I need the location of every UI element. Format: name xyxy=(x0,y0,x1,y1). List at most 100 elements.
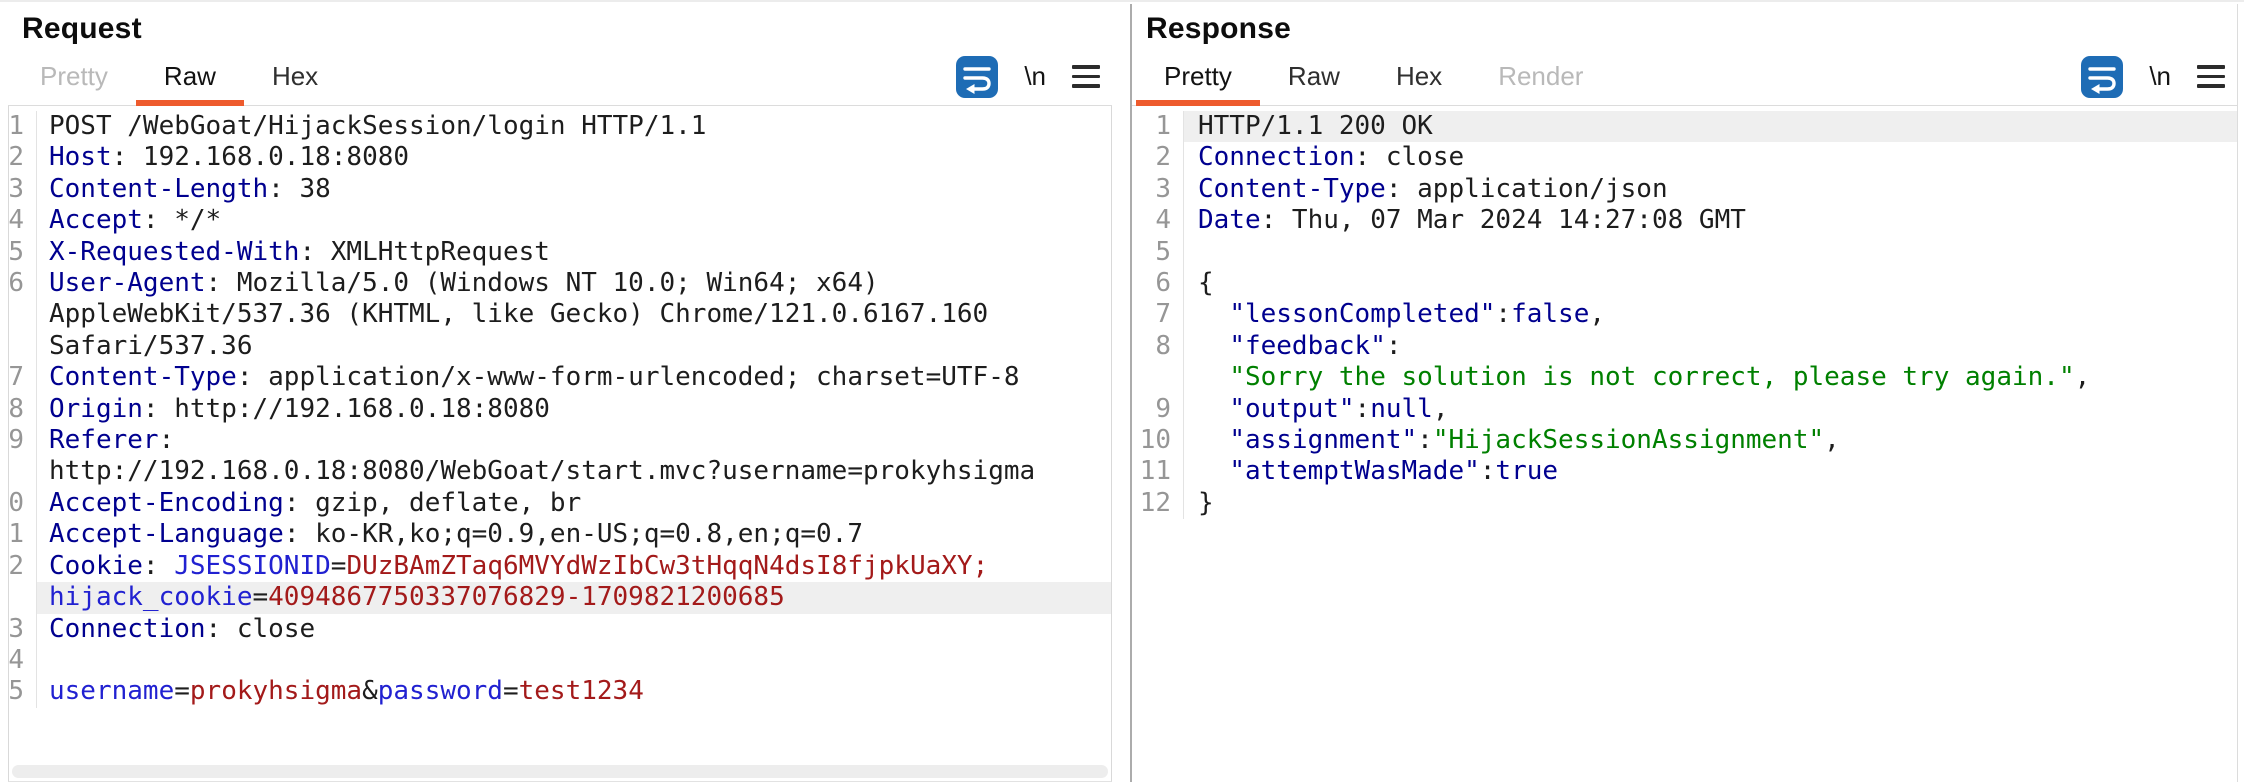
code-line: 9 "output":null, xyxy=(1132,393,2237,426)
tab-render: Render xyxy=(1498,61,1584,91)
line-number: 3 xyxy=(9,173,37,206)
request-tabs: Pretty Raw Hex xyxy=(12,48,346,106)
line-number xyxy=(1132,362,1184,394)
line-number: 9 xyxy=(9,425,37,457)
tab-raw[interactable]: Raw xyxy=(1287,61,1340,91)
code-line: 12} xyxy=(1132,487,2237,520)
line-number: 8 xyxy=(1132,330,1184,363)
code-line: 10 Accept-Encoding: gzip, deflate, br xyxy=(9,487,1111,520)
line-text: Content-Length: 38 xyxy=(49,173,331,204)
line-text: "attemptWasMade":true xyxy=(1229,456,1559,487)
line-number xyxy=(9,582,37,614)
code-line: 10 "assignment":"HijackSessionAssignment… xyxy=(1132,425,2237,457)
line-text: "lessonCompleted":false, xyxy=(1229,299,1606,330)
line-text: Host: 192.168.0.18:8080 xyxy=(49,142,410,173)
newline-display-toggle[interactable]: \n xyxy=(1024,61,1046,91)
line-number: 2 xyxy=(9,142,37,174)
word-wrap-icon xyxy=(963,66,992,94)
tab-pretty: Pretty xyxy=(40,61,108,91)
code-line: 3 Content-Length: 38 xyxy=(9,173,1111,206)
line-text: Content-Type: application/json xyxy=(1198,173,1668,204)
response-toolbar: \n xyxy=(2081,48,2237,105)
line-text: username=prokyhsigma&password=test1234 xyxy=(49,676,644,707)
request-tabbar: Pretty Raw Hex \n xyxy=(8,48,1112,106)
line-number: 10 xyxy=(9,487,37,520)
line-text: "Sorry the solution is not correct, plea… xyxy=(1229,362,2091,393)
tab-pretty[interactable]: Pretty xyxy=(1136,48,1260,106)
line-number xyxy=(9,299,37,331)
hamburger-menu-icon[interactable] xyxy=(2197,61,2225,92)
code-line: 7 "lessonCompleted":false, xyxy=(1132,299,2237,331)
code-line: 14 xyxy=(9,644,1111,677)
line-number: 12 xyxy=(9,550,37,583)
line-number: 11 xyxy=(9,519,37,551)
code-line-highlighted: hijack_cookie=4094867750337076829-170982… xyxy=(9,582,1111,614)
line-text: Referer: xyxy=(49,425,175,456)
hamburger-menu-icon[interactable] xyxy=(1072,61,1100,92)
line-text: "output":null, xyxy=(1229,393,1449,424)
response-panel-title: Response xyxy=(1146,12,1291,45)
line-number: 7 xyxy=(1132,299,1184,331)
line-number xyxy=(9,456,37,488)
line-number: 6 xyxy=(1132,268,1184,300)
code-line: 5 xyxy=(1132,236,2237,269)
line-number xyxy=(9,330,37,363)
line-number: 10 xyxy=(1132,425,1184,457)
response-tabbar: Pretty Raw Hex Render \n xyxy=(1132,48,2237,106)
line-number: 12 xyxy=(1132,487,1184,520)
line-text: Safari/537.36 xyxy=(49,330,253,361)
tab-hex[interactable]: Hex xyxy=(1395,61,1443,91)
line-text: { xyxy=(1198,268,1214,299)
code-line: 15username=prokyhsigma&password=test1234 xyxy=(9,676,1111,708)
code-line: 6{ xyxy=(1132,268,2237,300)
tab-hex[interactable]: Hex xyxy=(271,61,319,91)
line-number: 3 xyxy=(1132,173,1184,206)
line-text: POST /WebGoat/HijackSession/login HTTP/1… xyxy=(49,111,707,141)
line-text: AppleWebKit/537.36 (KHTML, like Gecko) C… xyxy=(49,299,989,330)
line-text: Content-Type: application/x-www-form-url… xyxy=(49,362,1020,393)
request-panel-title: Request xyxy=(22,12,142,45)
line-text: Cookie: JSESSIONID=DUzBAmZTaq6MVYdWzIbCw… xyxy=(49,550,989,581)
line-text: Accept-Encoding: gzip, deflate, br xyxy=(49,487,582,518)
line-text: "assignment":"HijackSessionAssignment", xyxy=(1229,425,1840,456)
line-text: hijack_cookie=4094867750337076829-170982… xyxy=(37,582,1111,614)
line-number: 7 xyxy=(9,362,37,394)
horizontal-scrollbar[interactable] xyxy=(12,765,1108,778)
code-line: 3 Content-Type: application/json xyxy=(1132,173,2237,206)
line-number: 5 xyxy=(1132,236,1184,269)
line-number: 11 xyxy=(1132,456,1184,488)
line-text: "feedback": xyxy=(1229,330,1402,361)
code-line: 11 "attemptWasMade":true xyxy=(1132,456,2237,488)
word-wrap-button[interactable] xyxy=(956,55,999,98)
code-line: 2 Host: 192.168.0.18:8080 xyxy=(9,142,1111,174)
line-text: Date: Thu, 07 Mar 2024 14:27:08 GMT xyxy=(1198,205,1746,236)
code-line: 12 Cookie: JSESSIONID=DUzBAmZTaq6MVYdWzIb… xyxy=(9,550,1111,583)
line-number: 6 xyxy=(9,268,37,300)
line-text xyxy=(1184,237,2237,268)
code-line: 11 Accept-Language: ko-KR,ko;q=0.9,en-US;… xyxy=(9,519,1111,551)
line-number: 4 xyxy=(1132,205,1184,237)
tab-raw[interactable]: Raw xyxy=(135,48,244,106)
word-wrap-icon xyxy=(2088,66,2117,94)
code-line: 9 Referer: xyxy=(9,425,1111,457)
line-text: Accept-Language: ko-KR,ko;q=0.9,en-US;q=… xyxy=(49,519,863,550)
response-tabs: Pretty Raw Hex Render xyxy=(1136,48,1611,106)
line-number: 9 xyxy=(1132,393,1184,426)
newline-display-toggle[interactable]: \n xyxy=(2149,61,2171,91)
word-wrap-button[interactable] xyxy=(2081,55,2124,98)
line-text: HTTP/1.1 200 OK xyxy=(1184,111,2237,143)
line-number: 1 xyxy=(1132,111,1184,143)
line-text: Origin: http://192.168.0.18:8080 xyxy=(49,393,550,424)
